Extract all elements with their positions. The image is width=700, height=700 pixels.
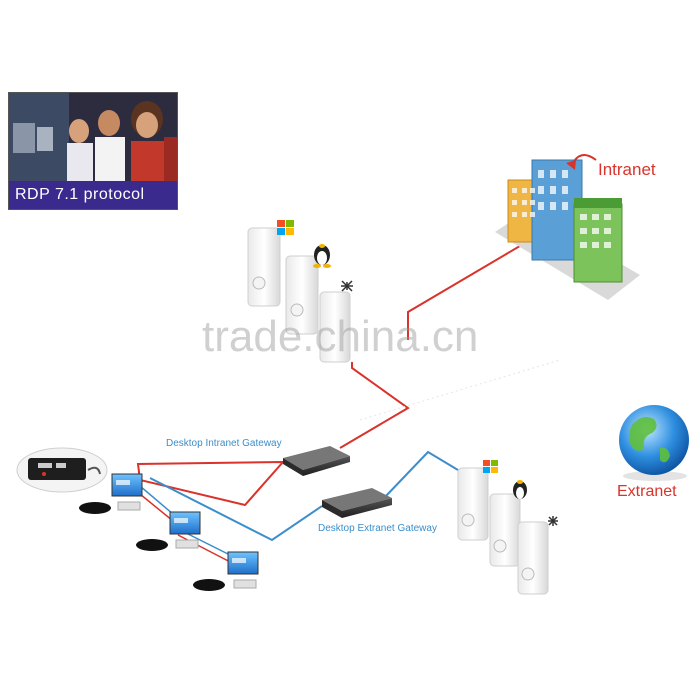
intranet-gateway-label: Desktop Intranet Gateway [166, 438, 282, 449]
intranet-line-building [407, 242, 526, 340]
globe-icon [619, 405, 689, 481]
server-cluster-extranet [457, 460, 558, 595]
server-tower [517, 521, 549, 595]
server-tower [319, 291, 351, 363]
banner-caption: RDP 7.1 protocol [9, 181, 177, 209]
rdp-banner: RDP 7.1 protocol [8, 92, 178, 210]
intranet-gateway-device [283, 446, 350, 476]
extranet-links [149, 450, 459, 542]
server-cluster-intranet [247, 220, 353, 363]
extranet-gateway-label: Desktop Extranet Gateway [318, 523, 437, 534]
tux-icon [313, 244, 331, 268]
extranet-line-clients [149, 477, 323, 542]
sunburst-icon [341, 280, 353, 292]
windows-icon [277, 220, 294, 235]
server-tower [285, 255, 319, 335]
thin-client-callout [16, 447, 108, 493]
windows-icon [483, 460, 498, 473]
office-buildings-icon [495, 159, 640, 300]
intranet-label: Intranet [598, 160, 656, 179]
server-tower [247, 227, 281, 307]
extranet-gateway-device [322, 488, 392, 518]
server-tower [457, 467, 489, 541]
client-terminal [79, 473, 143, 514]
intranet-line-servers [339, 362, 410, 449]
office-workers-photo [9, 93, 177, 181]
client-terminal [193, 551, 259, 591]
extranet-label: Extranet [617, 483, 677, 500]
watermark: trade.china.cn [202, 312, 479, 361]
client-terminal [136, 511, 201, 551]
server-tower [489, 493, 521, 567]
tux-icon [513, 480, 527, 499]
extranet-line-globe [384, 450, 459, 498]
sunburst-icon [548, 516, 558, 526]
